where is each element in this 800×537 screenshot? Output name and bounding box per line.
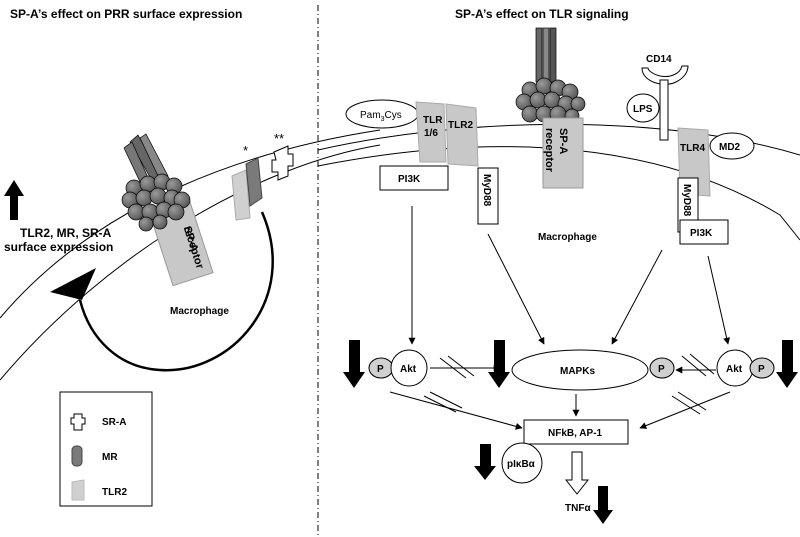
marker-double-star: **: [274, 131, 284, 146]
myd88-left-label: MyD88: [481, 174, 492, 207]
akt-left-circle: [390, 349, 428, 387]
inhibit-mark-1a: [439, 357, 467, 379]
legend-label-mr: MR: [102, 452, 118, 463]
down-arrow-icon-3: [776, 340, 798, 388]
left-panel-title: SP-A’s effect on PRR surface expression: [10, 7, 242, 21]
effect-text-line1: TLR2, MR, SR-A: [20, 226, 112, 240]
pi3k-right-label: PI3K: [690, 228, 713, 239]
lps-ellipse: [626, 93, 660, 123]
pi3k-left-label: PI3K: [398, 174, 421, 185]
mr-shape-icon: [71, 445, 83, 467]
akt-right-label: Akt: [726, 364, 743, 375]
md2-ellipse: [709, 132, 755, 160]
right-panel-title: SP-A’s effect on TLR signaling: [455, 7, 629, 21]
tlr2-receptor: [445, 103, 479, 167]
legend-label-sr-a: SR-A: [102, 417, 126, 428]
mapks-label: MAPKs: [560, 366, 595, 377]
p-right-label: P: [758, 364, 765, 375]
akt-left-label: Akt: [400, 364, 417, 375]
inhibit-mark-4a: [671, 395, 701, 415]
sr-a-receptor-left: [271, 145, 294, 181]
pikba-label: pIκBα: [507, 459, 536, 470]
left-macrophage-label: Macrophage: [170, 306, 229, 317]
pam3cys-label: Pam3Cys: [360, 110, 402, 123]
down-arrow-icon-5: [593, 486, 613, 524]
down-arrow-icon-4: [474, 444, 496, 480]
down-arrow-icon-2: [488, 340, 510, 388]
arrow-aktl-nfkb: [389, 391, 523, 430]
p-mapks-ellipse: [649, 357, 675, 379]
marker-single-star: *: [243, 143, 248, 158]
md2-label: MD2: [719, 142, 741, 153]
tlr2-receptor-left: [231, 169, 251, 221]
recycling-arrowhead: [50, 268, 96, 300]
p-mapks-label: P: [658, 364, 665, 375]
tlr4-label: TLR4: [680, 143, 705, 154]
mr-receptor-left: [245, 157, 263, 207]
right-macrophage-label: Macrophage: [538, 232, 597, 243]
mapks-ellipse: [511, 349, 649, 391]
effect-text-line2: surface expression: [4, 240, 113, 254]
pi3k-left-box: [379, 165, 449, 191]
p-right-ellipse: [749, 357, 775, 379]
inhibit-mark-3a: [423, 395, 457, 413]
pi3k-right-box: [679, 219, 729, 245]
recycling-arrow: [78, 211, 274, 372]
right-sp-a-label: SP-A: [557, 128, 569, 154]
tnf-label: TNFα: [565, 503, 591, 514]
cd14-stalk: [659, 79, 669, 141]
tlr2-shape-icon: [71, 479, 85, 501]
inhibit-mark-2b: [689, 353, 715, 375]
tlr1-6-label-1: TLR: [423, 115, 443, 126]
legend-label-tlr2: TLR2: [102, 487, 127, 498]
left-sp-a-molecule: [121, 133, 191, 232]
arrow-pi3kr-akt: [707, 255, 731, 345]
sr-a-shape-icon: [70, 413, 86, 431]
myd88-left-box: [477, 167, 499, 225]
inhibit-mark-1b: [447, 355, 475, 377]
nfkb-label: NFkB, AP-1: [548, 428, 603, 439]
lps-label: LPS: [633, 104, 653, 115]
tlr1-6-label-2: 1/6: [424, 128, 438, 139]
arrow-myd88-mapks: [487, 233, 545, 345]
arrow-aktr-nfkb: [639, 391, 731, 429]
nfkb-box: [523, 419, 629, 445]
inhibit-mark-3b: [429, 391, 463, 409]
right-receptor-label: receptor: [543, 128, 555, 173]
pikba-circle: [501, 442, 543, 484]
right-sp-a-receptor: [542, 117, 584, 189]
up-arrow-icon: [4, 180, 24, 220]
tlr2-label: TLR2: [448, 120, 473, 131]
tlr1-6-receptor: [415, 101, 447, 163]
hollow-arrow-tnf: [564, 451, 590, 495]
p-left-label: P: [377, 364, 384, 375]
right-sp-a-molecule: [515, 27, 586, 124]
inhibit-mark-4b: [677, 391, 707, 411]
inhibit-mark-2a: [681, 355, 707, 377]
cd14-label: CD14: [646, 54, 672, 65]
pam3cys-ellipse: [345, 99, 419, 129]
myd88-right-label: MyD88: [681, 184, 692, 217]
arrow-myd88r-mapks: [611, 249, 663, 345]
down-arrow-icon-1: [343, 340, 365, 388]
